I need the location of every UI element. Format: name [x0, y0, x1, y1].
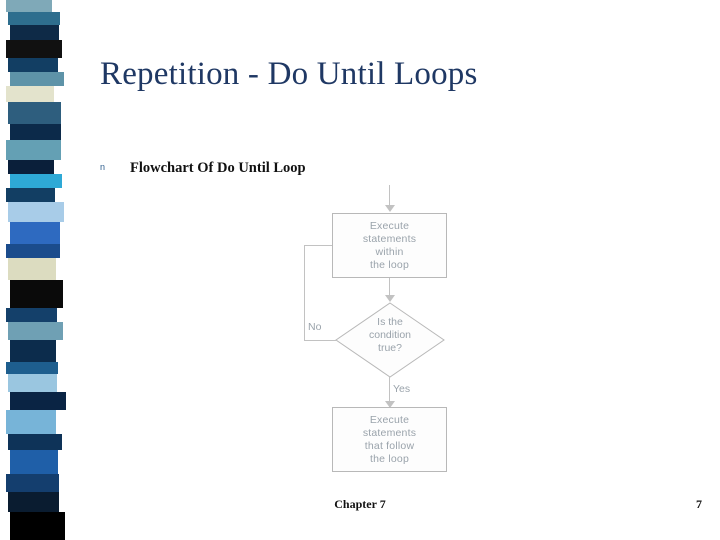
sidebar-stripe [10, 72, 64, 86]
sidebar-stripe [6, 474, 59, 492]
sidebar-stripe [6, 244, 60, 258]
decision-label-no: No [308, 321, 322, 333]
flow-line-no-return [304, 245, 332, 246]
sidebar-stripe [6, 40, 62, 58]
sidebar-stripe [10, 174, 62, 188]
sidebar-stripe [10, 340, 56, 362]
sidebar-stripe [8, 12, 60, 25]
box2-line-2: statements [362, 427, 417, 439]
sidebar-stripe [6, 362, 58, 374]
flow-line-no-vertical [304, 245, 305, 340]
box1-line-4: the loop [370, 259, 409, 271]
sidebar-stripe [10, 280, 63, 308]
flow-arrow-entry [385, 205, 395, 212]
sidebar-stripe [8, 492, 59, 512]
box2-line-3: that follow [364, 440, 415, 452]
sidebar-stripe [6, 188, 55, 202]
diamond-shape-icon [335, 302, 445, 378]
flow-line-no-horizontal [304, 340, 336, 341]
footer-chapter-label: Chapter 7 [334, 497, 386, 511]
decision-line-1: Is the [377, 316, 403, 328]
flowchart-diagram: Execute statements within the loop Is th… [290, 185, 490, 485]
sidebar-stripe [8, 434, 62, 450]
decision-label: Is the condition true? [335, 316, 445, 355]
decision-label-yes: Yes [393, 383, 411, 395]
box1-line-3: within [375, 246, 404, 258]
box1-line-1: Execute [369, 220, 410, 232]
bullet-item-label: Flowchart Of Do Until Loop [130, 160, 306, 176]
sidebar-stripe [10, 512, 65, 540]
sidebar-stripe [10, 25, 59, 40]
flow-line-entry [389, 185, 390, 207]
sidebar-stripe [6, 0, 52, 12]
sidebar-stripe [6, 140, 61, 160]
footer-page-number: 7 [696, 497, 702, 511]
decision-line-2: condition [368, 329, 412, 341]
sidebar-stripe [10, 392, 66, 410]
sidebar-stripe [6, 86, 54, 102]
sidebar-stripe [8, 102, 61, 124]
sidebar-stripe [8, 202, 64, 222]
flow-arrow-box1-to-decision [385, 295, 395, 302]
page-title: Repetition - Do Until Loops [100, 56, 478, 92]
sidebar-stripe [6, 308, 57, 322]
box1-line-2: statements [362, 233, 417, 245]
sidebar-stripe [10, 450, 58, 474]
flowchart-decision-condition: Is the condition true? [335, 302, 445, 378]
sidebar-stripe [8, 322, 63, 340]
flow-line-yes [389, 377, 390, 407]
sidebar-stripe [8, 258, 56, 280]
sidebar-stripe [8, 374, 57, 392]
bullet-marker-icon: n [100, 162, 106, 172]
box2-line-4: the loop [370, 453, 409, 465]
sidebar-stripe [10, 124, 61, 140]
flow-arrow-yes [385, 401, 395, 408]
flowchart-box-execute-follow: Execute statements that follow the loop [332, 407, 447, 472]
flow-line-box1-to-decision [389, 278, 390, 300]
sidebar-stripe [8, 58, 58, 72]
flowchart-box-execute-within: Execute statements within the loop [332, 213, 447, 278]
decorative-sidebar-strip [0, 0, 72, 540]
decision-line-3: true? [378, 342, 402, 354]
box2-line-1: Execute [369, 414, 410, 426]
sidebar-stripe [6, 410, 56, 434]
sidebar-stripe [10, 222, 60, 244]
bullet-item: n Flowchart Of Do Until Loop [100, 160, 306, 177]
sidebar-stripe [8, 160, 54, 174]
